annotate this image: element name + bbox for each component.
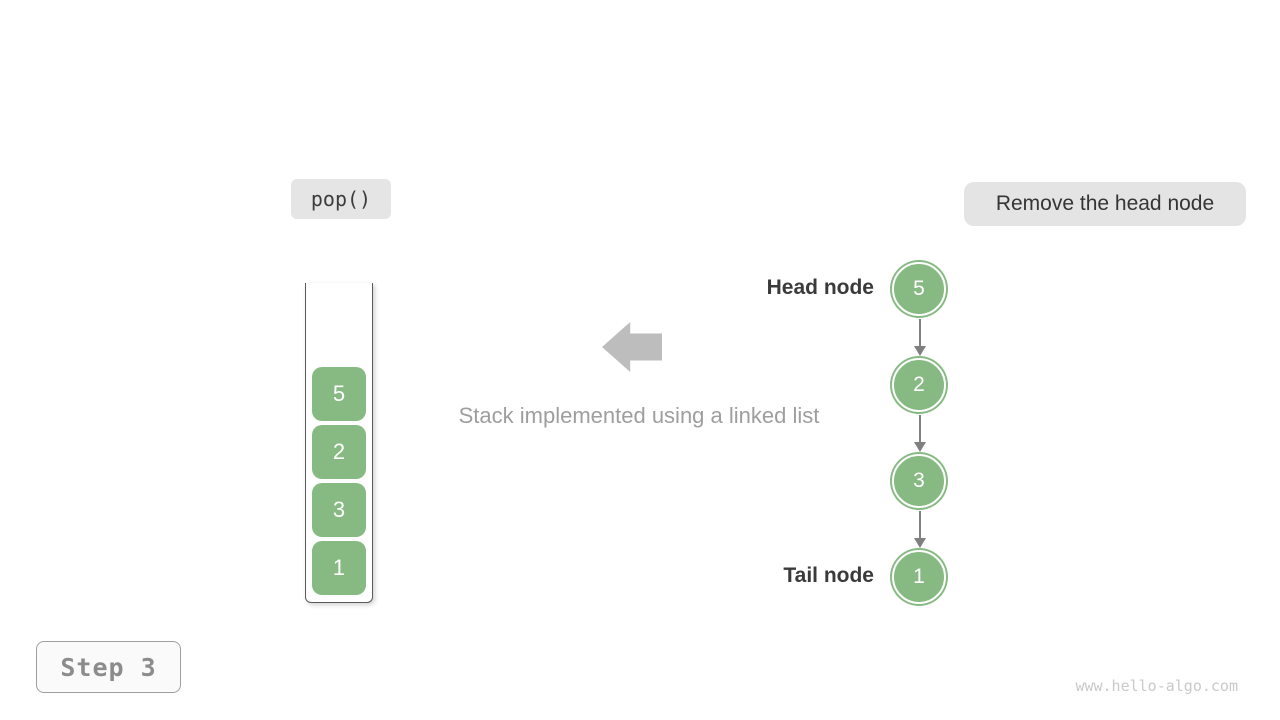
arrow-shaft: [918, 415, 922, 442]
stack-item: 1: [312, 541, 366, 595]
arrow-down-icon: [908, 511, 932, 549]
stack-item: 2: [312, 425, 366, 479]
linked-list-node-value: 3: [913, 469, 925, 492]
arrow-down-icon: [908, 319, 932, 357]
left-arrow-icon: [602, 322, 662, 372]
arrow-down-icon: [908, 415, 932, 453]
arrow-head: [914, 346, 926, 356]
remove-head-annotation-text: Remove the head node: [995, 192, 1215, 215]
stack-item: 5: [312, 367, 366, 421]
stack-container: 5 2 3 1: [305, 283, 373, 603]
pop-operation-text: pop(): [310, 187, 372, 211]
linked-list-node: 1: [892, 550, 946, 604]
pop-operation-label: pop(): [291, 179, 391, 219]
arrow-shaft: [918, 319, 922, 346]
linked-list-node-value: 1: [913, 565, 925, 588]
linked-list-node: 3: [892, 454, 946, 508]
arrow-shaft: [918, 511, 922, 538]
tail-node-label: Tail node: [783, 564, 874, 587]
linked-list-node: 2: [892, 358, 946, 412]
stack-item: 3: [312, 483, 366, 537]
head-node-label: Head node: [766, 276, 874, 299]
diagram-caption: Stack implemented using a linked list: [458, 403, 820, 428]
remove-head-annotation: Remove the head node: [964, 182, 1246, 226]
arrow-head: [914, 538, 926, 548]
linked-list-node: 5: [892, 262, 946, 316]
linked-list-node-value: 5: [913, 277, 925, 300]
linked-list-node-value: 2: [913, 373, 925, 396]
step-badge-text: Step 3: [60, 652, 157, 682]
watermark-text: www.hello-algo.com: [1075, 677, 1238, 695]
arrow-head: [914, 442, 926, 452]
step-badge: Step 3: [36, 641, 181, 693]
